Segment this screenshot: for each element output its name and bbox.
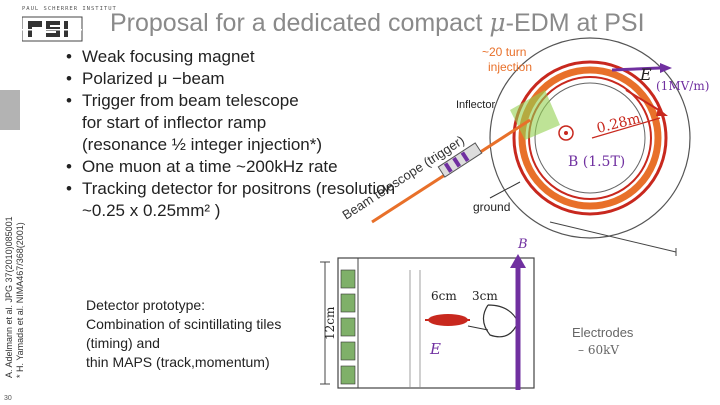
height-label: 12cm bbox=[323, 306, 337, 340]
dim-3cm-label: 3cm bbox=[472, 289, 498, 303]
bullet-item: Polarized μ −beam bbox=[62, 68, 362, 90]
page-number: 30 bbox=[4, 395, 12, 402]
bullet-item: Tracking detector for positrons (resolut… bbox=[62, 178, 395, 200]
injection-label-1: ~20 turn bbox=[482, 45, 526, 59]
b-field-symbol bbox=[558, 125, 574, 141]
sidebar-accent bbox=[0, 90, 20, 130]
detector-line: thin MAPS (track,momentum) bbox=[86, 354, 270, 370]
radius-label: 0.28m bbox=[595, 111, 642, 137]
scint-tile bbox=[340, 269, 356, 289]
bullet-list: Weak focusing magnet Polarized μ −beam T… bbox=[62, 46, 395, 222]
e-field-value: (1MV/m) bbox=[656, 79, 709, 93]
detector-description: Detector prototype: Combination of scint… bbox=[86, 296, 281, 372]
beam-telescope bbox=[437, 142, 483, 178]
scint-tile bbox=[340, 293, 356, 313]
e-field-symbol: E bbox=[639, 65, 652, 84]
inflector-label: Inflector bbox=[456, 99, 495, 111]
orbit-ring-inner bbox=[528, 76, 652, 200]
voltage-label: – 60kV bbox=[578, 343, 619, 357]
injection-label-2: injection bbox=[488, 60, 532, 74]
logo-text: PAUL SCHERRER INSTITUT bbox=[22, 6, 117, 12]
bullet-continuation: for start of inflector ramp bbox=[82, 113, 267, 132]
scint-tile bbox=[340, 317, 356, 337]
detector-line: (timing) and bbox=[86, 335, 160, 351]
ground-label: ground bbox=[473, 200, 510, 214]
title-mu: μ bbox=[489, 8, 506, 37]
orbit-ring-outer bbox=[518, 66, 662, 210]
bullet-item: Weak focusing magnet bbox=[62, 46, 362, 68]
dim-6cm-label: 6cm bbox=[431, 289, 457, 303]
title-prefix: Proposal for a dedicated compact bbox=[110, 9, 490, 37]
bullet-item: Trigger from beam telescope bbox=[62, 90, 362, 112]
inner-circle bbox=[534, 82, 646, 194]
logo-mark bbox=[22, 16, 83, 42]
slide-title: Proposal for a dedicated compact μ-EDM a… bbox=[110, 8, 645, 38]
psi-logo: PAUL SCHERRER INSTITUT bbox=[22, 6, 116, 42]
b-field-label: B (1.5T) bbox=[568, 154, 625, 170]
electrodes-label: Electrodes bbox=[572, 325, 634, 340]
outer-field-circle bbox=[489, 37, 691, 239]
orbit-ring-red bbox=[512, 60, 668, 216]
bullet-continuation: (resonance ½ integer injection*) bbox=[82, 135, 323, 154]
positron-curl bbox=[482, 304, 519, 338]
title-suffix: -EDM at PSI bbox=[505, 9, 645, 37]
bullet-item: One muon at a time ~200kHz rate bbox=[62, 156, 362, 178]
scint-tile bbox=[340, 365, 356, 385]
scint-tile bbox=[340, 341, 356, 361]
e-field-arrow bbox=[611, 66, 661, 72]
b-symbol-label: B bbox=[517, 237, 528, 252]
dimension-line bbox=[549, 221, 677, 253]
inflector-wedge bbox=[510, 90, 560, 140]
detector-line: Combination of scintillating tiles bbox=[86, 316, 282, 332]
detector-line: Detector prototype: bbox=[86, 297, 206, 313]
radius-arrow bbox=[591, 117, 661, 139]
e-symbol-label: E bbox=[429, 340, 441, 358]
bullet-continuation: ~0.25 x 0.25mm² ) bbox=[82, 201, 221, 220]
